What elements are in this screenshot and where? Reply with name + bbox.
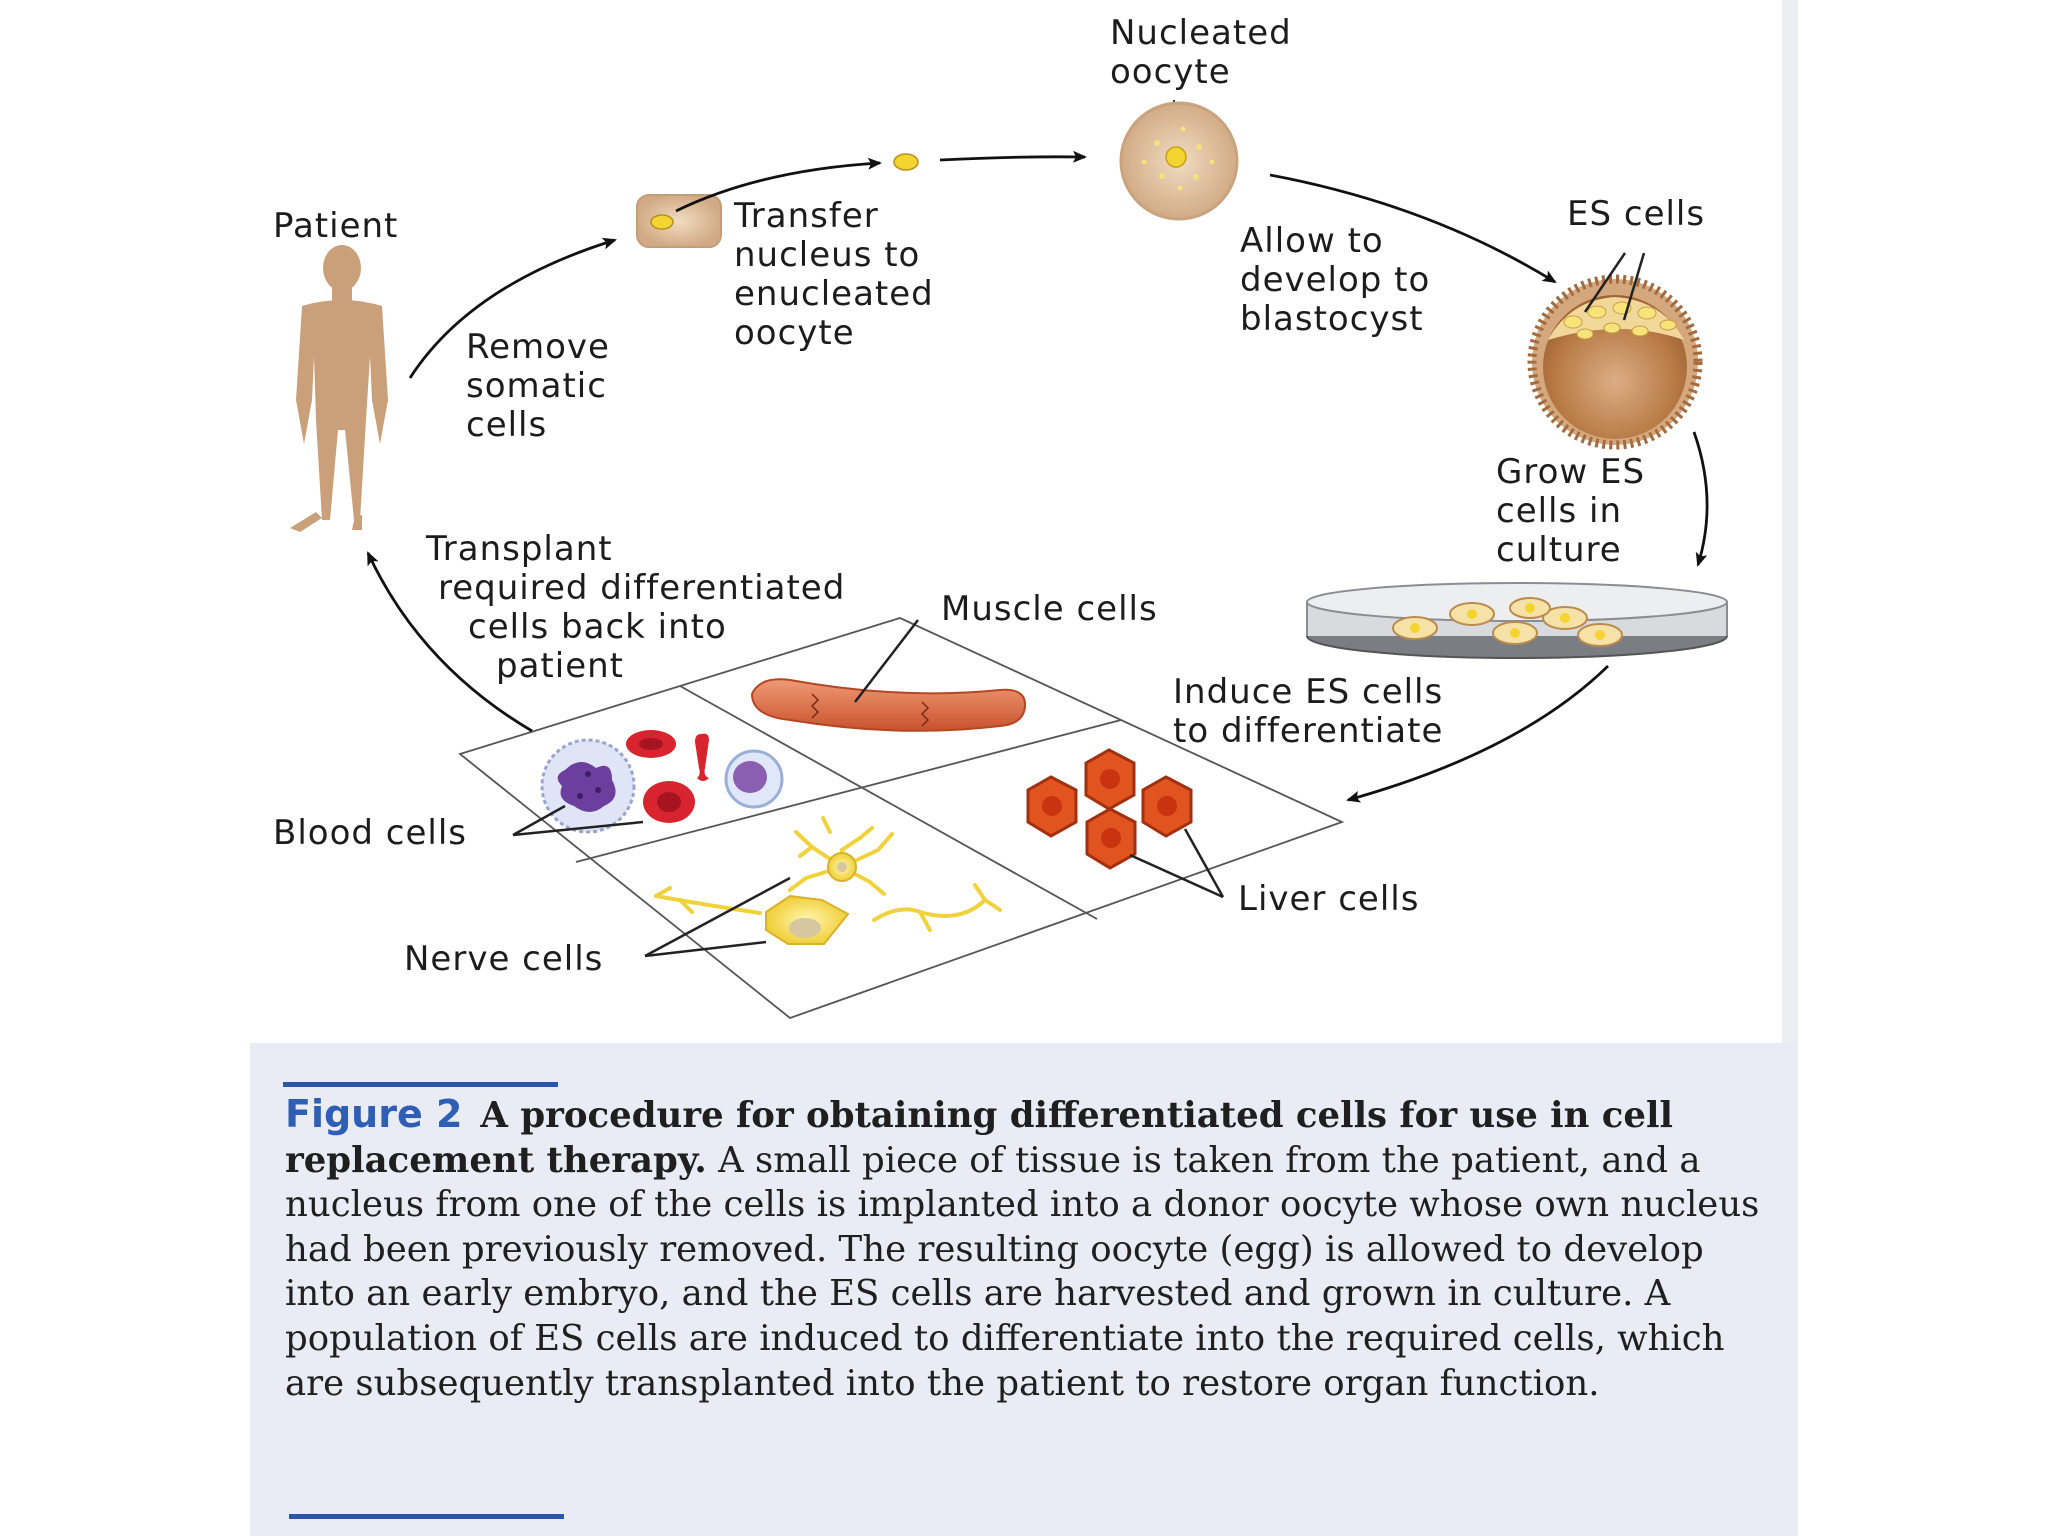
label-liver-cells: Liver cells: [1238, 879, 1419, 919]
caption-rule-bottom: [289, 1514, 564, 1519]
label-blood-cells: Blood cells: [273, 813, 467, 853]
petri-dish-icon: [1306, 582, 1728, 659]
patient-figure-icon: [290, 245, 388, 532]
label-grow-es: Grow ES cells in culture: [1496, 452, 1657, 570]
label-transfer-nucleus: Transfer nucleus to enucleated oocyte: [733, 196, 946, 353]
caption-rule-top: [283, 1082, 558, 1087]
label-nerve-cells: Nerve cells: [404, 939, 603, 979]
figure-label: Figure 2: [285, 1092, 463, 1136]
label-es-cells: ES cells: [1567, 194, 1705, 234]
arrow-grow-culture: [1692, 431, 1709, 567]
arrow-induce-differentiate: [1346, 664, 1609, 803]
arrow-remove-somatic: [408, 237, 617, 379]
nerve-cell-bodies: [644, 852, 857, 958]
label-nucleated-oocyte: Nucleated oocyte: [1110, 13, 1304, 92]
blastocyst-icon: [1527, 252, 1703, 450]
caption-title: A procedure for obtaining differentiated…: [285, 1095, 1673, 1181]
caption-body: A small piece of tissue is taken from th…: [285, 1139, 1760, 1404]
muscle-cell-icon: [750, 619, 1027, 732]
differentiated-cells-grid: [458, 617, 1345, 1020]
transferred-nucleus-icon: [893, 153, 919, 171]
cell-therapy-diagram: Nucleated oocyte Patient Transfer nucleu…: [273, 13, 1728, 1020]
blood-cells-icon: [512, 730, 784, 837]
label-transplant: Transplant required differentiated cells…: [425, 529, 857, 686]
label-remove-somatic: Remove somatic cells: [466, 327, 622, 445]
caption-panel: [250, 1043, 1798, 1536]
label-patient: Patient: [273, 206, 398, 246]
arrow-transfer-nucleus: [675, 157, 882, 213]
arrow-transplant-back: [366, 551, 533, 733]
label-allow-develop: Allow to develop to blastocyst: [1240, 221, 1442, 339]
cycle-arrows: [366, 150, 1709, 803]
label-muscle-cells: Muscle cells: [941, 589, 1158, 629]
label-induce-es: Induce ES cells to differentiate: [1173, 672, 1455, 751]
liver-cells-icon: [1026, 748, 1225, 899]
nucleated-oocyte-icon: [1119, 100, 1239, 221]
arrow-to-nucleated-oocyte: [939, 150, 1087, 163]
arrow-develop-blastocyst: [1269, 173, 1557, 284]
somatic-cell-icon: [636, 194, 722, 248]
